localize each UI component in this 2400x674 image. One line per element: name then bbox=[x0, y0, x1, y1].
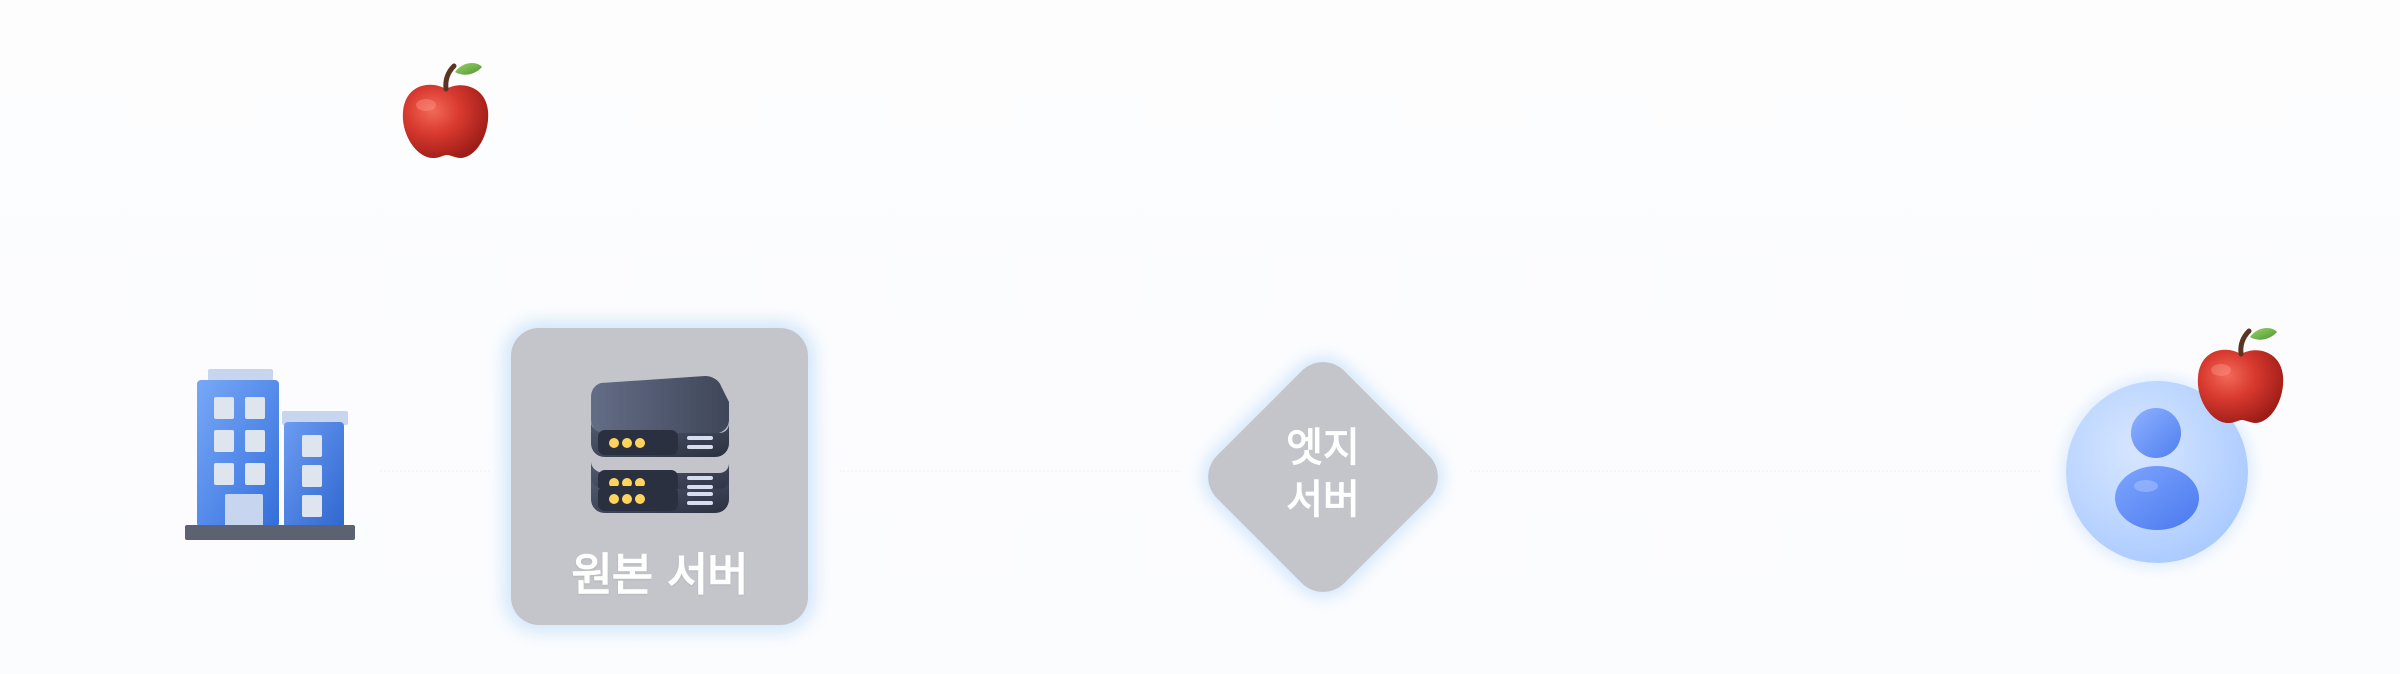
server-rack-icon bbox=[591, 376, 729, 513]
user-node bbox=[2066, 381, 2248, 563]
apple-icon bbox=[2197, 327, 2284, 424]
connector-edge-user bbox=[1470, 470, 2040, 474]
edge-server-label-line2: 서버 bbox=[1286, 477, 1360, 523]
origin-server-label: 원본 서버 bbox=[571, 548, 748, 601]
connector-origin-edge bbox=[840, 470, 1180, 474]
edge-server-label-line1: 엣지 bbox=[1286, 425, 1360, 471]
user-icon bbox=[2115, 408, 2199, 530]
apple-icon bbox=[402, 62, 489, 159]
building-icon bbox=[185, 369, 355, 540]
connector-building-origin bbox=[380, 470, 490, 474]
edge-server-node: 엣지 서버 bbox=[1195, 349, 1451, 605]
edge-server-label: 엣지 서버 bbox=[1196, 422, 1450, 526]
origin-server-node: 원본 서버 bbox=[511, 328, 808, 625]
